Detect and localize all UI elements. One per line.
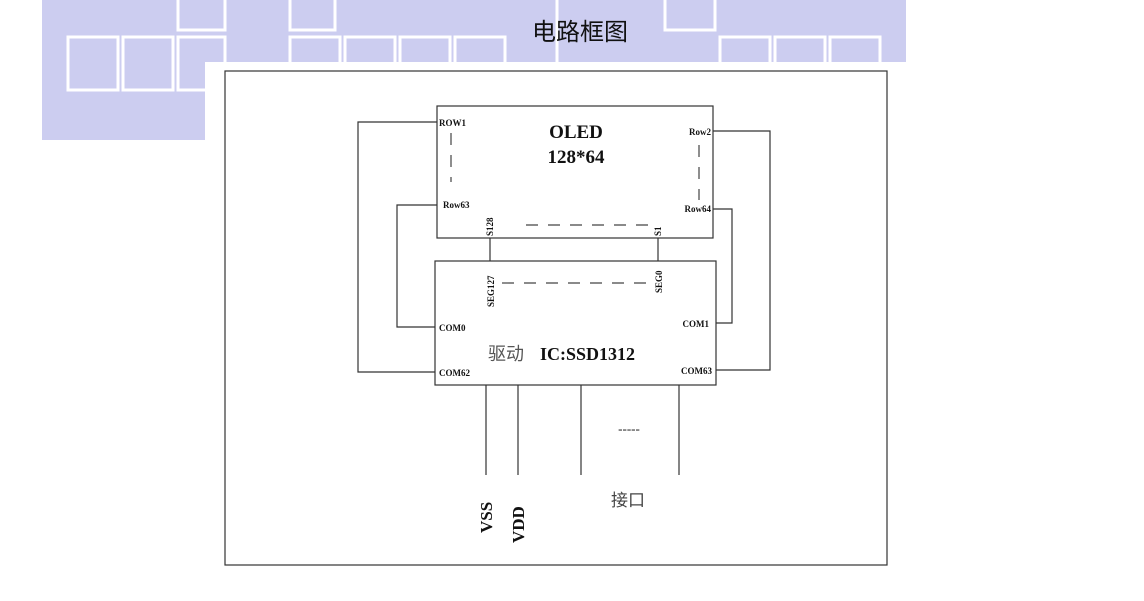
wires [357, 121, 771, 475]
pin-com62: COM62 [439, 368, 470, 378]
pin-vdd: VDD [509, 506, 528, 543]
pin-s128: S128 [485, 217, 495, 236]
pin-row63: Row63 [443, 200, 470, 210]
oled-title: OLED [549, 122, 603, 143]
ic-box [434, 260, 717, 386]
pin-s1: S1 [653, 226, 663, 236]
interface-label: 接口 [611, 491, 645, 511]
ic-label: IC:SSD1312 [540, 344, 635, 364]
page-title: 电路框图 [532, 18, 628, 46]
pin-com63: COM63 [681, 366, 712, 376]
pin-seg127: SEG127 [486, 275, 496, 307]
pin-com0: COM0 [439, 323, 466, 333]
interface-ellipsis: ----- [618, 421, 640, 436]
pin-vss: VSS [477, 502, 496, 533]
ic-label-cn: 驱动 [488, 344, 524, 365]
pin-row2: Row2 [689, 127, 711, 137]
pin-seg0: SEG0 [654, 270, 664, 293]
background-pattern [42, 0, 906, 140]
oled-resolution: 128*64 [548, 147, 606, 168]
pin-row1: ROW1 [439, 118, 467, 128]
pin-row64: Row64 [685, 204, 712, 214]
oled-panel-box [436, 105, 714, 239]
pin-com1: COM1 [683, 319, 710, 329]
